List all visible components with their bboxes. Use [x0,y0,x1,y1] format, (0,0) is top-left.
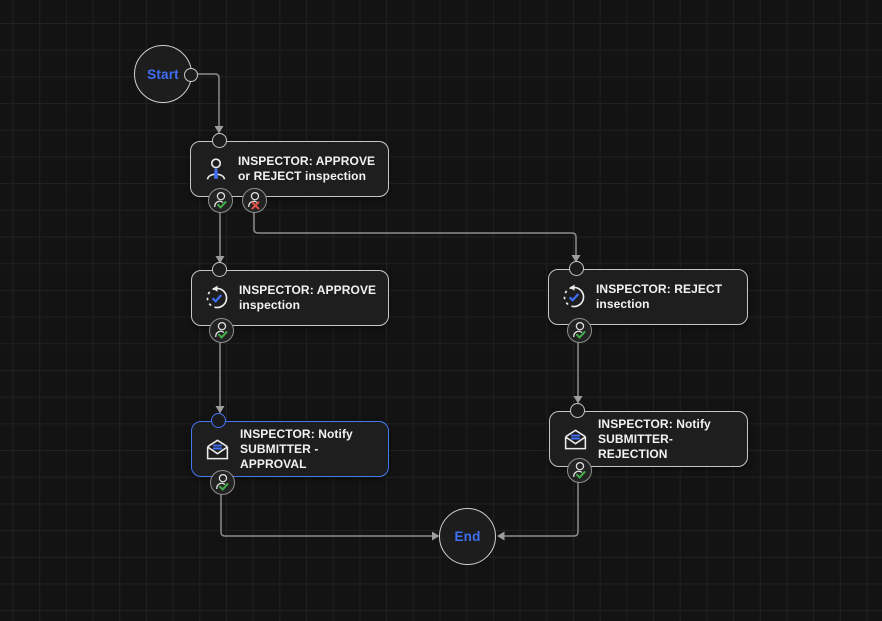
edge-start-to-approval [197,73,220,131]
node-title: INSPECTOR: APPROVE inspection [239,283,376,313]
update-record-icon [561,284,587,310]
update-record-icon [204,285,230,311]
node-inspector-approve-or-reject[interactable]: INSPECTOR: APPROVE or REJECT inspection [190,133,389,213]
node-title: INSPECTOR: Notify SUBMITTER -APPROVAL [240,427,380,472]
edge-rejected-to-reject-node [253,212,577,260]
arrowhead-left-icon [497,531,505,541]
start-output-port[interactable] [184,68,198,82]
input-port[interactable] [569,261,584,276]
node-title: INSPECTOR: APPROVE or REJECT inspection [238,154,375,184]
title-line-1: INSPECTOR: APPROVE [239,283,377,297]
arrowhead-down-icon [573,396,583,404]
arrowhead-down-icon [215,256,225,264]
check-icon [219,483,229,491]
title-line-1: INSPECTOR: REJECT [596,282,723,296]
node-inspector-approve-inspection[interactable]: INSPECTOR: APPROVE inspection [191,262,389,343]
output-port-approved[interactable] [210,470,235,495]
start-node[interactable]: Start [134,45,198,103]
end-node[interactable]: End [439,508,496,565]
check-icon [217,201,227,209]
send-email-icon [204,437,231,462]
user-approval-icon [203,156,229,182]
title-line-2: insection [596,297,650,311]
title-line-2: SUBMITTER -APPROVAL [240,441,319,471]
title-line-1: INSPECTOR: Notify [598,416,711,431]
end-label: End [454,529,481,544]
send-email-icon [562,427,589,452]
output-port-rejected[interactable] [242,188,267,213]
check-icon [576,471,586,479]
arrowhead-right-icon [432,531,440,541]
x-icon [251,201,260,210]
title-line-2: inspection [239,298,301,312]
edge-notify-rejection-to-end [500,482,579,537]
input-port[interactable] [570,403,585,418]
output-port-approved[interactable] [567,318,592,343]
title-line-1: INSPECTOR: APPROVE [238,154,376,168]
output-port-approved[interactable] [208,188,233,213]
input-port[interactable] [212,262,227,277]
arrowhead-down-icon [214,126,224,134]
node-inspector-reject-insection[interactable]: INSPECTOR: REJECT insection [548,261,748,343]
input-port[interactable] [212,133,227,148]
check-icon [576,331,586,339]
node-title: INSPECTOR: REJECT insection [596,282,722,312]
title-line-1: INSPECTOR: Notify [240,426,353,441]
node-inspector-notify-submitter-approval[interactable]: INSPECTOR: Notify SUBMITTER -APPROVAL [191,413,389,495]
edge-notify-approval-to-end [220,494,437,537]
arrowhead-down-icon [215,406,225,414]
output-port-approved[interactable] [209,318,234,343]
node-inspector-notify-submitter-rejection[interactable]: INSPECTOR: Notify SUBMITTER-REJECTION [549,403,748,483]
node-title: INSPECTOR: Notify SUBMITTER-REJECTION [598,417,739,462]
start-label: Start [147,66,179,82]
title-line-2: or REJECT inspection [238,169,367,183]
output-port-approved[interactable] [567,458,592,483]
input-port[interactable] [211,413,226,428]
title-line-2: SUBMITTER-REJECTION [598,431,673,461]
arrowhead-down-icon [571,255,581,263]
check-icon [218,331,228,339]
